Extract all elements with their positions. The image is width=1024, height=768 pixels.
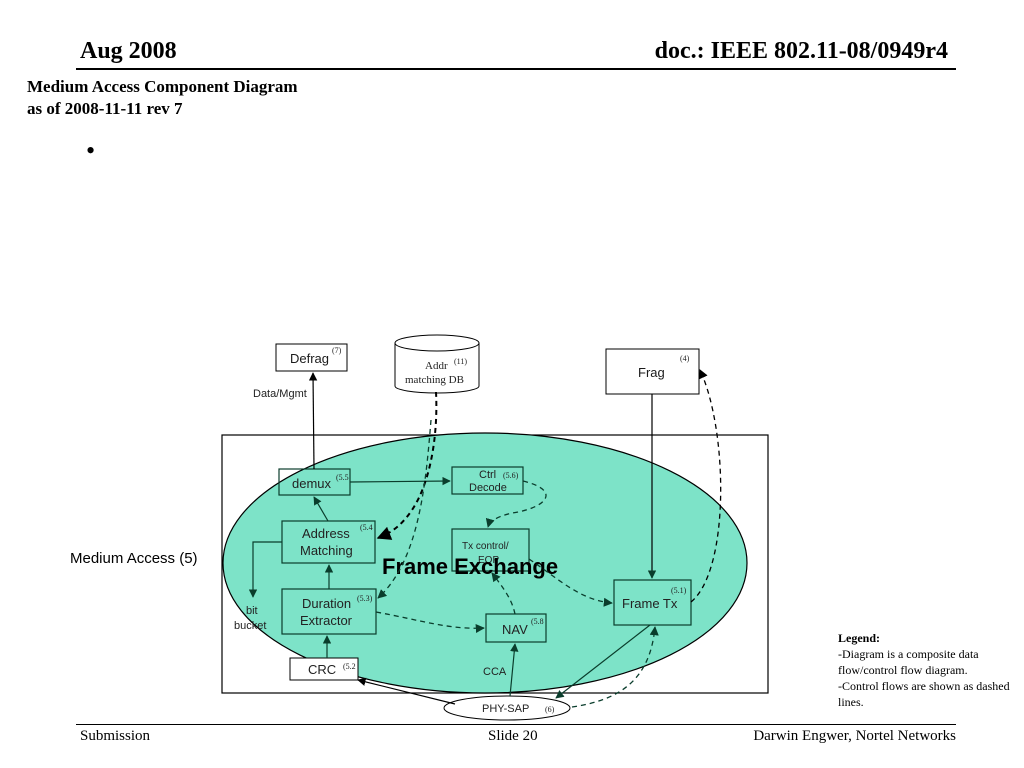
phy-sap-label: PHY-SAP [482,703,529,715]
bit-bucket-line1: bit [246,605,258,617]
title-line-1: Medium Access Component Diagram [27,77,298,96]
tx-control-line2: EOP [478,555,499,566]
crc-box [289,657,359,681]
frag-num: (4) [680,354,690,363]
crc-num: (5.2 [343,662,356,671]
frame-exchange-ellipse [222,432,748,694]
ctrl-decode-box [451,466,524,495]
nav-box [485,613,547,643]
crc-label: CRC [308,662,336,677]
ctrl-decode-line1: Ctrl [479,469,496,481]
footer-submission: Submission [80,728,151,744]
footer-slide-number: Slide 20 [488,728,538,744]
addr-db-num: (11) [454,357,467,366]
frame-tx-num: (5.1) [671,586,687,595]
address-matching-line2: Matching [300,543,353,558]
addr-db-line1: Addr [425,360,448,372]
data-mgmt-label: Data/Mgmt [253,388,307,400]
legend-line-1: -Diagram is a composite data flow/contro… [838,647,979,677]
phy-sap-ellipse [443,695,571,721]
defrag-box [275,343,348,372]
tx-control-line1: Tx control/ [462,541,509,552]
header-doc-id: doc.: IEEE 802.11-08/0949r4 [654,38,948,64]
header-date: Aug 2008 [80,38,177,64]
frame-tx-label: Frame Tx [622,596,678,611]
title-line-2: as of 2008-11-11 rev 7 [27,99,183,118]
frame-tx-box [613,579,692,626]
addr-db-line2: matching DB [405,374,464,386]
defrag-num: (7) [332,346,342,355]
legend: Legend: -Diagram is a composite data flo… [838,630,1018,710]
phy-sap-num: (6) [545,705,555,714]
nav-num: (5.8 [531,617,544,626]
frag-label: Frag [638,365,665,380]
duration-num: (5.3) [357,594,373,603]
legend-heading: Legend: [838,631,880,645]
demux-num: (5.5 [336,473,349,482]
slide-title: Medium Access Component Diagram as of 20… [27,76,298,120]
nav-label: NAV [502,622,528,637]
frame-exchange-label: Frame Exchange [382,554,558,579]
ctrl-decode-num: (5.6) [503,471,519,480]
empty-bullet: • [86,136,96,165]
legend-line-2: -Control flows are shown as dashed lines… [838,679,1010,709]
defrag-label: Defrag [290,351,329,366]
footer-rule [76,724,956,725]
cca-label: CCA [483,666,507,678]
demux-label: demux [292,476,332,491]
frag-box [605,348,700,395]
duration-line1: Duration [302,596,351,611]
address-matching-num: (5.4 [360,523,373,532]
medium-access-label: Medium Access (5) [70,550,198,567]
address-matching-line1: Address [302,526,350,541]
header-rule [76,68,956,70]
bit-bucket-line2: bucket [234,620,266,632]
dashed-flows [375,369,722,708]
solid-flows [248,372,657,705]
footer-author: Darwin Engwer, Nortel Networks [753,728,956,744]
tx-control-box [451,528,530,572]
ctrl-decode-line2: Decode [469,482,507,494]
duration-line2: Extractor [300,613,353,628]
